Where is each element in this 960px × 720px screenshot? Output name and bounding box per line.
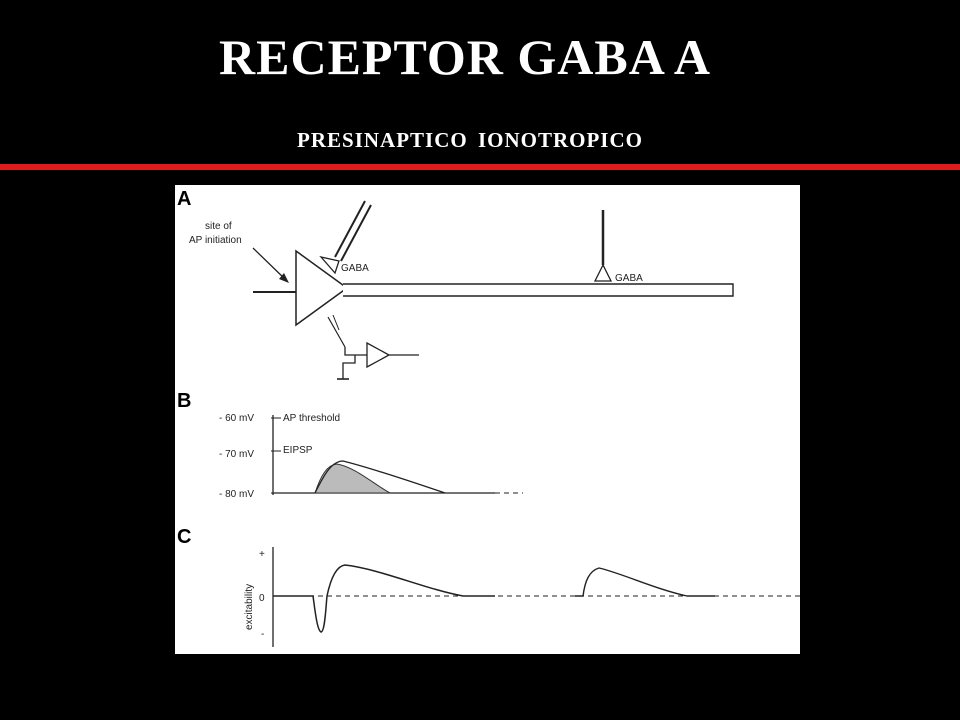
- site-arrow-head: [279, 273, 289, 283]
- ipsp-envelope: [314, 460, 446, 494]
- site-arrow: [252, 247, 288, 282]
- ground-wire: [342, 355, 356, 379]
- level-80: - 80 mV: [219, 489, 254, 500]
- eipsp-label: EIPSP: [283, 445, 313, 456]
- panel-b: B - 60 mV - 70 mV - 80 mV AP threshold E…: [177, 390, 523, 500]
- soma-gaba-fiber-2: [340, 204, 372, 262]
- slide-subtitle: PRESINAPTICO IONOTROPICO: [297, 128, 643, 152]
- site-label-line1: site of: [205, 221, 232, 232]
- electrode: [327, 316, 346, 348]
- panel-b-letter: B: [177, 390, 191, 412]
- site-label-line2: AP initiation: [189, 235, 242, 246]
- excitability-trace-2: [575, 567, 715, 597]
- level-70: - 70 mV: [219, 449, 254, 460]
- excitability-trace-1: [273, 564, 495, 633]
- ipsp-shaded-area: [314, 463, 391, 494]
- figure-panel: A site of AP initiation GABA GABA: [175, 185, 800, 654]
- axon-gaba-label: GABA: [615, 273, 643, 284]
- soma-gaba-fiber: [334, 200, 366, 258]
- title-divider: [0, 164, 960, 170]
- panel-c: C excitability + 0 -: [177, 526, 800, 647]
- soma-gaba-terminal: [319, 255, 340, 275]
- minus-mark: -: [261, 629, 264, 640]
- slide-title: RECEPTOR GABA A: [219, 29, 711, 85]
- neuron-soma: [295, 249, 349, 327]
- electrode-wire: [344, 347, 367, 356]
- panel-a: A site of AP initiation GABA GABA: [177, 188, 734, 380]
- axon: [343, 283, 734, 297]
- threshold-label: AP threshold: [283, 413, 340, 424]
- electrode-tip: [332, 314, 340, 331]
- axon-gaba-terminal: [593, 263, 613, 282]
- amplifier: [366, 341, 391, 369]
- panel-a-letter: A: [177, 188, 191, 210]
- excitability-axis-label: excitability: [244, 584, 255, 630]
- figure-svg: A site of AP initiation GABA GABA: [177, 188, 800, 647]
- panel-c-letter: C: [177, 526, 191, 548]
- level-60: - 60 mV: [219, 413, 254, 424]
- plus-mark: +: [259, 549, 265, 560]
- zero-mark: 0: [259, 593, 265, 604]
- soma-gaba-label: GABA: [341, 263, 369, 274]
